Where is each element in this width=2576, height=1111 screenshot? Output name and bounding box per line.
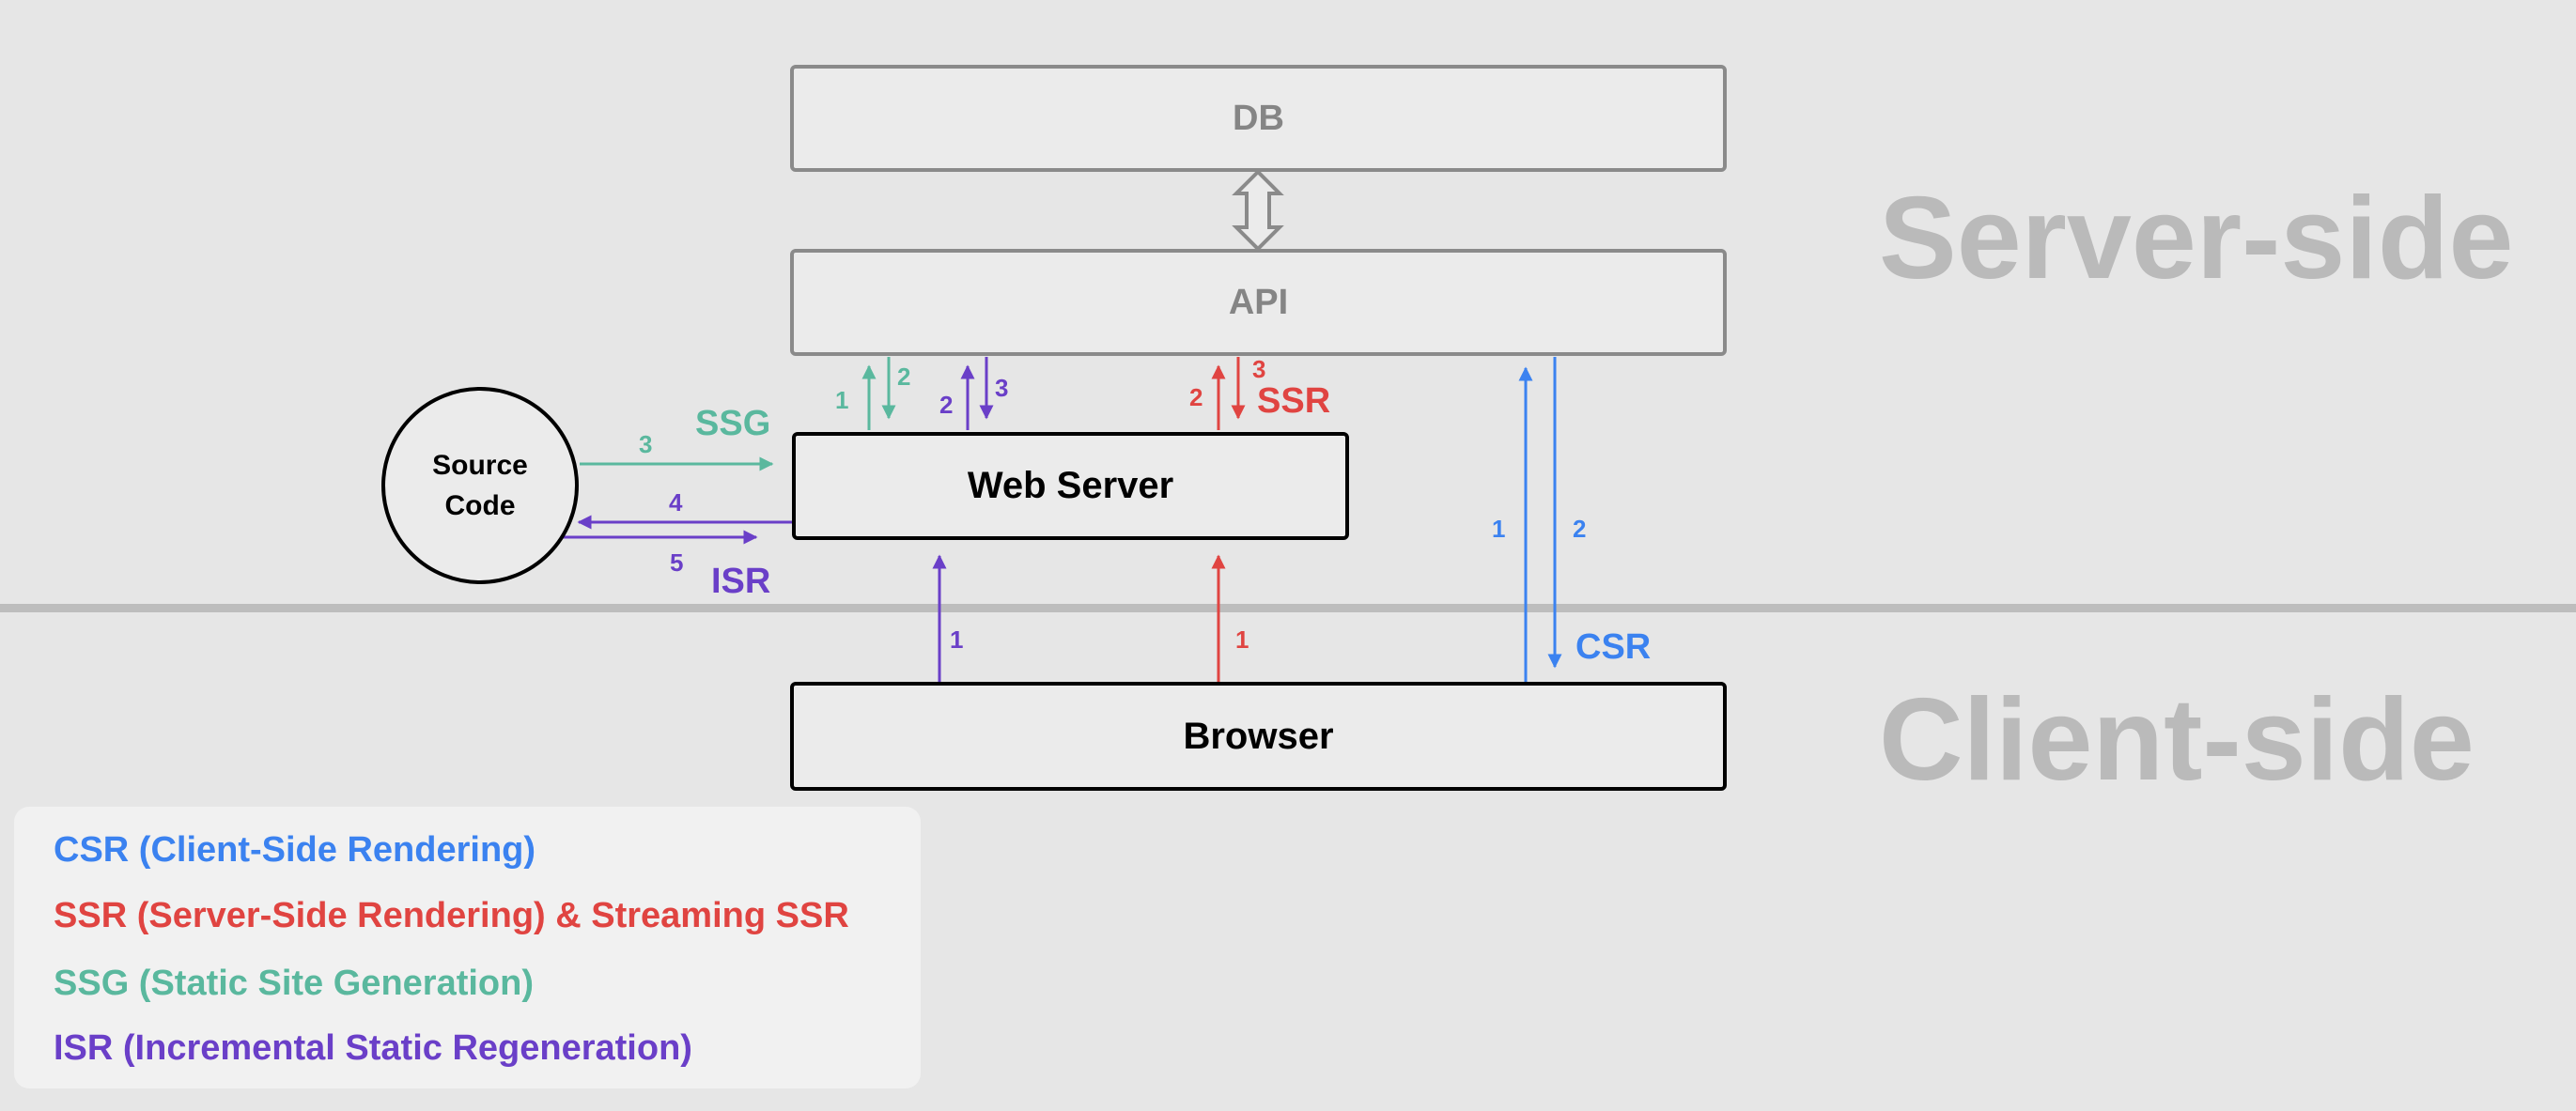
ssg-step-1: 1 bbox=[835, 386, 849, 414]
isr-step-5: 5 bbox=[670, 548, 684, 577]
db-api-double-arrow bbox=[1232, 169, 1284, 252]
isr-step-2: 2 bbox=[939, 391, 954, 419]
web-server-box: Web Server bbox=[792, 432, 1349, 540]
web-server-label: Web Server bbox=[967, 465, 1174, 506]
legend-panel: CSR (Client-Side Rendering) SSR (Server-… bbox=[14, 807, 921, 1088]
ssg-step-2: 2 bbox=[897, 363, 911, 391]
server-side-label: Server-side bbox=[1879, 174, 2514, 303]
legend-item-isr: ISR (Incremental Static Regeneration) bbox=[54, 1028, 692, 1068]
source-code-label-line1: Source bbox=[432, 449, 528, 481]
ssr-step-1: 1 bbox=[1235, 625, 1249, 654]
csr-tag: CSR bbox=[1575, 627, 1652, 667]
ssr-tag: SSR bbox=[1257, 381, 1331, 421]
legend-item-ssr: SSR (Server-Side Rendering) & Streaming … bbox=[54, 896, 849, 935]
server-client-divider bbox=[0, 604, 2576, 612]
client-side-label: Client-side bbox=[1879, 675, 2475, 805]
db-box: DB bbox=[790, 65, 1727, 172]
isr-step-3: 3 bbox=[995, 374, 1009, 402]
ssr-step-3: 3 bbox=[1252, 355, 1266, 383]
isr-tag: ISR bbox=[711, 562, 771, 601]
csr-step-2: 2 bbox=[1573, 515, 1587, 543]
db-label: DB bbox=[1233, 98, 1284, 138]
ssg-step-3: 3 bbox=[639, 430, 653, 458]
isr-step-4: 4 bbox=[669, 488, 683, 517]
source-code-label-line2: Code bbox=[444, 490, 516, 521]
ssg-tag: SSG bbox=[695, 404, 771, 443]
ssr-step-2: 2 bbox=[1189, 383, 1203, 411]
csr-step-1: 1 bbox=[1492, 515, 1506, 543]
browser-box: Browser bbox=[790, 682, 1727, 791]
legend-item-csr: CSR (Client-Side Rendering) bbox=[54, 830, 536, 870]
isr-step-1: 1 bbox=[950, 625, 964, 654]
api-label: API bbox=[1228, 282, 1289, 322]
legend-item-ssg: SSG (Static Site Generation) bbox=[54, 964, 534, 1003]
api-box: API bbox=[790, 249, 1727, 356]
source-code-circle: Source Code bbox=[381, 387, 579, 584]
browser-label: Browser bbox=[1183, 715, 1334, 757]
